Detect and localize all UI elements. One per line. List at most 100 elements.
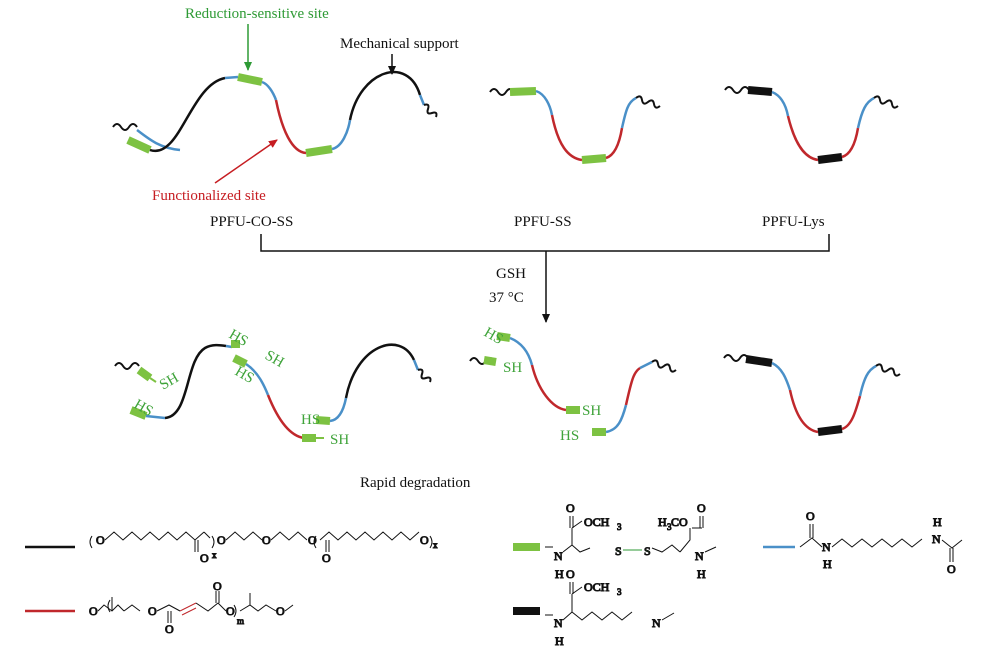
functional-segment	[274, 99, 307, 155]
arrow-functionalized-site	[214, 139, 278, 184]
thiol-label: HS	[232, 364, 257, 387]
structure-peg-pcl: O O x O O O O O x	[89, 531, 439, 566]
lysine-block	[817, 425, 843, 436]
chain-end-squiggle	[873, 95, 899, 109]
polymer-name: PPFU-SS	[514, 214, 572, 230]
functional-segment	[266, 394, 305, 440]
linker-segment	[136, 129, 181, 152]
thiol-label: HS	[481, 325, 506, 348]
structure-lysine: N H O OCH 3 N	[545, 567, 675, 649]
chain-end-squiggle	[423, 103, 438, 118]
svg-text:N: N	[932, 532, 941, 546]
annotation-reduction-sensitive: Reduction-sensitive site	[185, 6, 329, 22]
reduction-block	[136, 366, 153, 382]
reduction-block	[237, 73, 263, 86]
thiol-label: SH	[582, 403, 601, 419]
thiol-label: SH	[503, 360, 522, 376]
polymer-name: PPFU-Lys	[762, 214, 825, 230]
svg-text:O: O	[262, 533, 271, 547]
svg-text:3: 3	[617, 522, 622, 532]
svg-text:H: H	[658, 515, 667, 529]
chain-ppfu-lys	[724, 86, 899, 164]
svg-text:N: N	[695, 549, 704, 563]
svg-text:O: O	[420, 533, 429, 547]
chain-ppfu-ss	[489, 87, 661, 164]
svg-text:H: H	[823, 557, 832, 571]
chain-end-squiggle	[651, 359, 677, 373]
thiol-label: SH	[157, 370, 182, 394]
chain-end-squiggle	[112, 123, 138, 131]
svg-text:3: 3	[617, 587, 622, 597]
thiol-label: SH	[330, 432, 349, 448]
svg-text:O: O	[322, 551, 331, 565]
svg-text:N: N	[554, 549, 563, 563]
polymer-name: PPFU-CO-SS	[210, 214, 293, 230]
mechanical-segment	[344, 343, 416, 399]
svg-text:m: m	[237, 616, 244, 626]
chain-end-squiggle	[417, 368, 432, 383]
thiol-label: HS	[560, 428, 579, 444]
svg-text:O: O	[697, 501, 706, 515]
svg-text:OCH: OCH	[584, 515, 610, 529]
svg-text:H: H	[697, 567, 706, 581]
svg-text:x: x	[433, 540, 438, 550]
svg-text:N: N	[822, 540, 831, 554]
reduction-block	[509, 87, 537, 96]
reduction-block	[129, 406, 148, 420]
degraded-ppfu-ss	[469, 332, 677, 436]
chain-ppfu-co-ss	[112, 70, 438, 157]
structure-fumarate: O O O O O m O	[89, 579, 294, 637]
svg-text:O: O	[96, 533, 105, 547]
result-label: Rapid degradation	[360, 475, 471, 491]
mechanical-segment	[348, 70, 422, 121]
svg-text:OCH: OCH	[584, 580, 610, 594]
svg-text:S: S	[615, 544, 622, 558]
svg-text:O: O	[806, 509, 815, 523]
svg-text:N: N	[652, 616, 661, 630]
svg-text:O: O	[217, 533, 226, 547]
functional-segment	[550, 114, 583, 162]
lysine-block	[817, 153, 843, 164]
annotation-functionalized-site: Functionalized site	[152, 188, 266, 204]
svg-text:x: x	[212, 550, 217, 560]
thiol-label: SH	[262, 348, 287, 372]
svg-text:O: O	[165, 622, 174, 636]
svg-text:3: 3	[667, 522, 672, 532]
reduction-block	[581, 154, 607, 164]
functional-segment	[788, 389, 819, 434]
svg-text:O: O	[226, 604, 235, 618]
svg-text:CO: CO	[671, 515, 688, 529]
degraded-ppfu-co-ss	[114, 340, 432, 442]
svg-text:N: N	[554, 616, 563, 630]
thiol-label: HS	[301, 412, 320, 428]
reduction-block	[315, 416, 331, 425]
reduction-block	[496, 332, 511, 342]
svg-text:H: H	[555, 634, 564, 648]
svg-text:S: S	[644, 544, 651, 558]
mechanical-segment	[149, 76, 226, 153]
chain-end-squiggle	[724, 86, 750, 94]
structure-cystine: N H O OCH 3 S S H 3 CO O N H	[545, 501, 717, 582]
chain-end-squiggle	[723, 354, 749, 362]
svg-text:H: H	[555, 567, 564, 581]
functional-segment	[786, 115, 819, 162]
svg-text:O: O	[89, 604, 98, 618]
functional-segment	[530, 364, 567, 412]
reduction-block	[126, 136, 152, 154]
condition-temperature: 37 °C	[489, 290, 524, 306]
bracket-connector	[260, 234, 830, 252]
lysine-block	[745, 355, 773, 367]
svg-text:O: O	[308, 533, 317, 547]
annotation-mechanical-support: Mechanical support	[340, 36, 460, 52]
chain-end-squiggle	[114, 362, 140, 370]
svg-text:O: O	[276, 604, 285, 618]
structure-hdi-urea: O N H N H O	[799, 509, 963, 577]
reduction-block	[232, 354, 248, 368]
mechanical-segment	[164, 343, 227, 420]
reduction-block	[483, 356, 497, 366]
lysine-block	[747, 86, 773, 96]
svg-text:O: O	[148, 604, 157, 618]
svg-text:O: O	[947, 562, 956, 576]
chain-end-squiggle	[875, 363, 901, 377]
